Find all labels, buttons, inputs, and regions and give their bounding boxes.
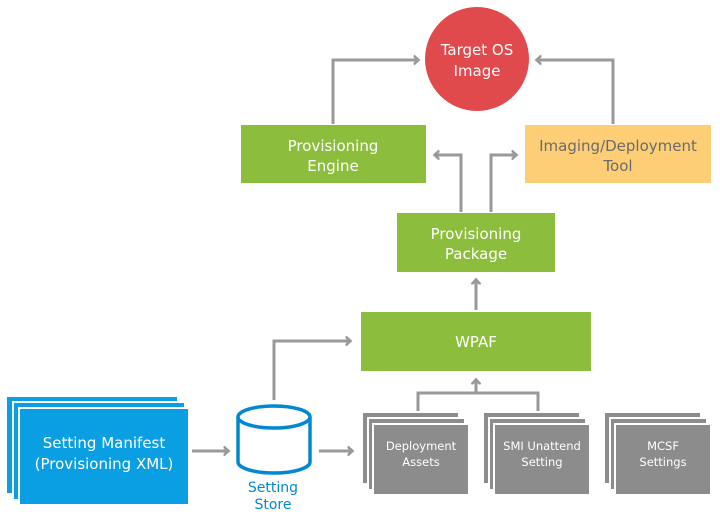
- deployment-assets-label-line2: Assets: [402, 455, 439, 469]
- deployment-assets-node: Deployment Assets: [361, 411, 470, 496]
- arrow-store-to-wpaf: [272, 341, 350, 400]
- setting-store-label-line1: Setting: [248, 480, 298, 496]
- arrow-package-to-tool: [489, 155, 516, 212]
- database-icon: [236, 404, 312, 475]
- setting-manifest-label-line1: Setting Manifest: [43, 434, 166, 452]
- smi-unattend-label-line2: Setting: [521, 455, 562, 469]
- smi-unattend-setting-node: SMI Unattend Setting: [482, 411, 591, 496]
- setting-store-node: Setting Store: [236, 404, 312, 513]
- deployment-assets-label-line1: Deployment: [386, 439, 457, 453]
- target-os-image-node: Target OS Image: [425, 7, 529, 111]
- mcsf-settings-label-line2: Settings: [639, 455, 686, 469]
- provisioning-engine-label-line1: Provisioning: [288, 137, 379, 155]
- target-os-circle: [425, 7, 529, 111]
- setting-store-label-line2: Store: [254, 497, 291, 513]
- setting-manifest-node: Setting Manifest (Provisioning XML): [5, 395, 190, 506]
- target-os-label-line2: Image: [454, 62, 501, 80]
- arrow-tool-to-target: [537, 60, 615, 124]
- manifest-stack-front: [18, 407, 190, 506]
- mcsf-settings-node: MCSF Settings: [603, 411, 712, 496]
- provisioning-package-node: Provisioning Package: [397, 213, 555, 272]
- target-os-label-line1: Target OS: [440, 41, 514, 59]
- wpaf-label: WPAF: [455, 333, 497, 351]
- imaging-deployment-tool-node: Imaging/Deployment Tool: [525, 125, 711, 183]
- settings-bracket: [416, 391, 540, 411]
- imaging-tool-label-line2: Tool: [602, 157, 632, 175]
- provisioning-engine-label-line2: Engine: [307, 157, 358, 175]
- connectors: [192, 60, 615, 451]
- arrow-package-to-engine: [435, 155, 463, 212]
- arrow-engine-to-target: [331, 60, 418, 124]
- setting-manifest-label-line2: (Provisioning XML): [35, 455, 174, 473]
- imaging-tool-label-line1: Imaging/Deployment: [539, 137, 697, 155]
- provisioning-package-label-line2: Package: [445, 245, 507, 263]
- provisioning-package-label-line1: Provisioning: [431, 225, 522, 243]
- smi-unattend-label-line1: SMI Unattend: [503, 439, 581, 453]
- wpaf-node: WPAF: [361, 312, 591, 371]
- provisioning-engine-node: Provisioning Engine: [241, 125, 426, 183]
- mcsf-settings-label-line1: MCSF: [647, 439, 679, 453]
